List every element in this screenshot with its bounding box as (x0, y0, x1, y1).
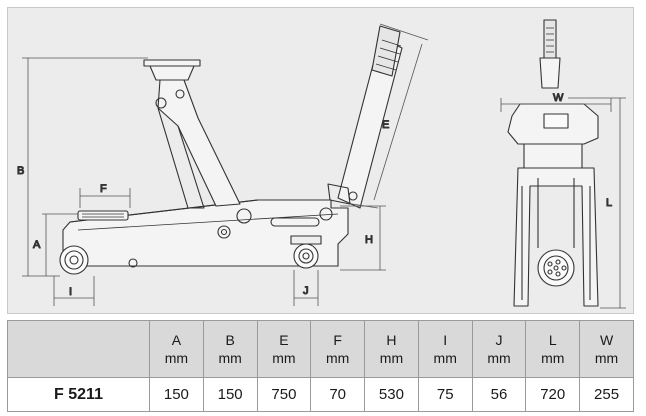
saddle-icon (143, 59, 201, 81)
label-l: L (606, 197, 612, 209)
table-row: F 5211 150 150 750 70 530 75 56 720 255 (7, 377, 634, 412)
label-f: F (100, 183, 107, 195)
value-cell: 530 (364, 377, 419, 412)
front-view: W L (500, 19, 626, 309)
pump-wheel-icon (537, 249, 575, 287)
dimension-lines (22, 23, 429, 306)
jack-drawing: B A F I J H E (16, 19, 626, 309)
side-view: B A F I J H E (16, 23, 429, 306)
value-cell: 70 (310, 377, 366, 412)
technical-drawing-panel: B A F I J H E (7, 7, 634, 314)
value-cell: 56 (471, 377, 527, 412)
pedal-icon (77, 210, 129, 221)
label-e: E (382, 119, 389, 131)
label-j: J (303, 285, 309, 297)
label-i: I (69, 286, 72, 298)
label-b: B (17, 165, 24, 177)
value-cell: 255 (579, 377, 634, 412)
model-cell: F 5211 (7, 377, 150, 412)
front-wheel-icon (59, 245, 89, 275)
value-cell: 720 (525, 377, 581, 412)
header-blank-cell (7, 320, 150, 378)
value-cell: 75 (417, 377, 473, 412)
value-cell: 750 (256, 377, 312, 412)
handle-icon (327, 25, 403, 209)
label-a: A (33, 239, 41, 251)
value-cell: 150 (149, 377, 204, 412)
rear-wheel-icon (290, 235, 322, 269)
label-h: H (365, 234, 373, 246)
value-cell: 150 (202, 377, 258, 412)
label-w: W (553, 92, 564, 104)
